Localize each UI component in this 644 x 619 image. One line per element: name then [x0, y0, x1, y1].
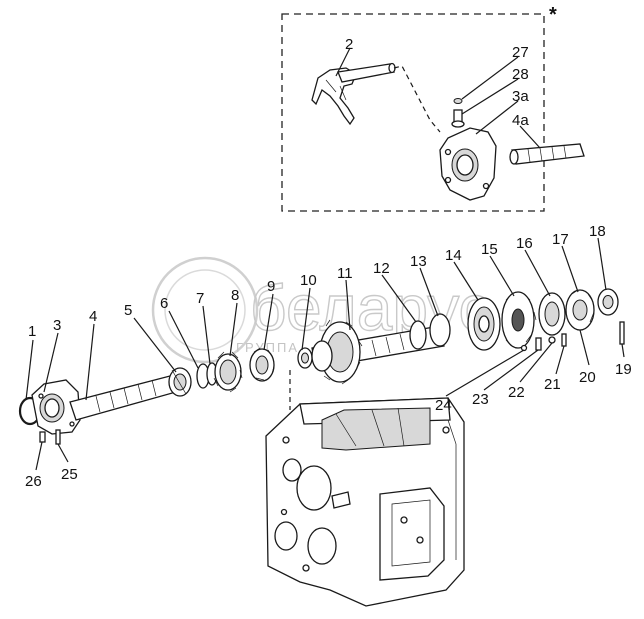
- label-11: 11: [337, 265, 353, 282]
- gear-15: [501, 291, 537, 349]
- label-15: 15: [481, 241, 498, 258]
- ball-24: [520, 344, 528, 352]
- label-17: 17: [552, 231, 569, 248]
- bearing-5: [168, 367, 192, 397]
- label-24: 24: [435, 397, 452, 414]
- label-22: 22: [508, 384, 525, 401]
- hub-16: [538, 292, 566, 336]
- bolt-25: [55, 429, 61, 445]
- inset-housing: [439, 127, 497, 201]
- pin-19: [619, 321, 625, 345]
- label-8: 8: [231, 287, 239, 304]
- watermark: беларус ГРУППА: [151, 256, 491, 364]
- label-7: 7: [196, 290, 204, 307]
- gear-8: [213, 351, 243, 393]
- label-27: 27: [512, 44, 529, 61]
- label-28: 28: [512, 66, 529, 83]
- label-14: 14: [445, 247, 462, 264]
- bolt-and-washer: [451, 98, 465, 128]
- spring-23: [535, 337, 542, 351]
- label-25: 25: [61, 466, 78, 483]
- label-2: 2: [345, 36, 353, 53]
- label-4a: 4а: [512, 112, 529, 129]
- part-labels: 2 27 28 3а 4а 1 3 4 5 6 7 8 9 10 11 12 1…: [25, 36, 632, 490]
- label-1: 1: [28, 323, 36, 340]
- gear-14: [467, 297, 501, 351]
- label-12: 12: [373, 260, 390, 277]
- watermark-sub: ГРУППА: [236, 340, 299, 355]
- label-23: 23: [472, 391, 489, 408]
- spacer-12: [409, 320, 427, 350]
- label-5: 5: [124, 302, 132, 319]
- label-6: 6: [160, 295, 168, 312]
- gear-9: [249, 347, 275, 382]
- watermark-brand: беларус: [250, 272, 491, 344]
- gearbox-housing: [265, 397, 465, 607]
- label-10: 10: [300, 272, 317, 289]
- label-3a: 3а: [512, 88, 529, 105]
- gear-17: [565, 289, 595, 331]
- label-13: 13: [410, 253, 427, 270]
- label-26: 26: [25, 473, 42, 490]
- label-9: 9: [267, 278, 275, 295]
- inset-frame: [281, 13, 545, 212]
- label-3: 3: [53, 317, 61, 334]
- label-4: 4: [89, 308, 97, 325]
- front-cover: [31, 379, 81, 435]
- label-19: 19: [615, 361, 632, 378]
- label-16: 16: [516, 235, 533, 252]
- label-18: 18: [589, 223, 606, 240]
- bearing-18: [597, 288, 619, 316]
- ring-13: [429, 313, 451, 347]
- label-20: 20: [579, 369, 596, 386]
- inset-asterisk: *: [549, 4, 557, 26]
- label-21: 21: [544, 376, 561, 393]
- inset-splined-shaft: [509, 143, 585, 165]
- ball-22: [548, 336, 556, 344]
- bearing-10: [297, 347, 313, 369]
- shift-fork: [311, 62, 396, 126]
- washer-26: [39, 431, 46, 443]
- pin-21: [561, 333, 567, 347]
